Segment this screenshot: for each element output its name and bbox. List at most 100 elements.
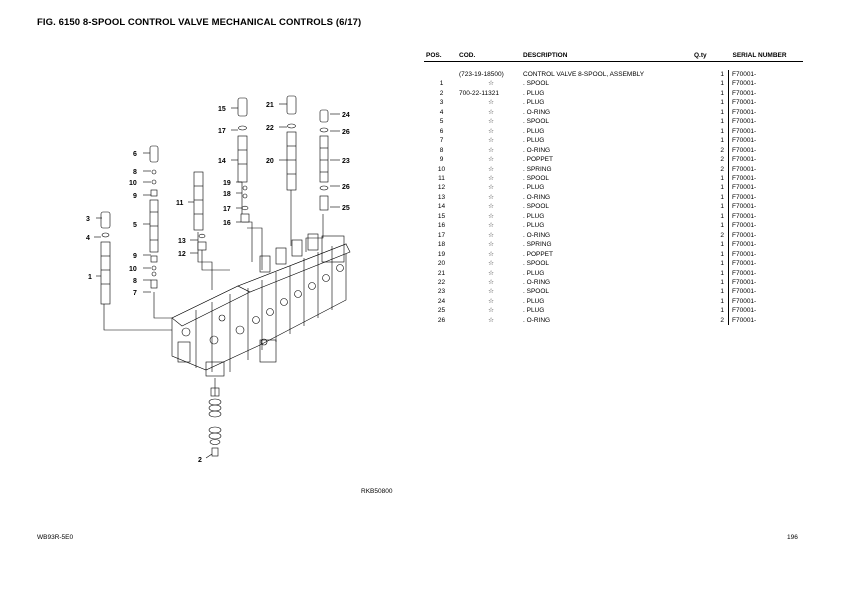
callout-3: 3 <box>86 216 90 223</box>
spool-group-1 <box>100 211 111 305</box>
cell-serial: F70001- <box>728 155 803 165</box>
callout-24: 24 <box>342 112 350 119</box>
callout-17: 17 <box>218 128 226 135</box>
cell-cod: ☆ <box>488 212 494 220</box>
cell-qty: 1 <box>720 174 724 182</box>
cell-cod: ☆ <box>488 288 494 296</box>
cell-pos: 10 <box>437 165 446 173</box>
cell-desc: . PLUG <box>523 297 545 305</box>
cell-desc: . SPOOL <box>523 174 550 182</box>
cell-cod: (723-19-18500) <box>459 71 504 78</box>
callout-23: 23 <box>342 158 350 165</box>
callout-14: 14 <box>218 158 226 165</box>
cell-qty: 2 <box>720 156 724 164</box>
cell-pos: 8 <box>439 146 444 154</box>
cell-serial: F70001- <box>728 296 803 307</box>
callout-13: 13 <box>178 238 186 245</box>
cell-desc: . PLUG <box>523 307 545 315</box>
cell-cod: ☆ <box>488 146 494 154</box>
cell-serial: F70001- <box>728 306 803 316</box>
cell-desc: . O-RING <box>523 108 551 116</box>
cell-pos: 20 <box>437 260 446 268</box>
cell-pos: 5 <box>439 118 444 126</box>
cell-serial: F70001- <box>728 202 803 212</box>
cell-desc: . PLUG <box>523 99 545 107</box>
cell-serial: F70001- <box>728 192 803 203</box>
cell-qty: 1 <box>720 222 724 230</box>
cell-qty: 1 <box>720 108 724 116</box>
cell-qty: 1 <box>720 307 724 315</box>
cell-cod: ☆ <box>488 108 494 116</box>
col-qty: Q.ty <box>694 49 729 62</box>
cell-serial: F70001- <box>728 315 803 326</box>
cell-desc: . O-RING <box>523 146 551 154</box>
cell-pos: 24 <box>437 297 446 305</box>
cell-qty: 1 <box>720 241 724 249</box>
cell-qty: 1 <box>720 80 724 88</box>
cell-cod: ☆ <box>488 260 494 268</box>
spool-group-11 <box>193 171 207 251</box>
col-pos: POS. <box>424 49 459 62</box>
cell-cod: ☆ <box>488 250 494 258</box>
col-serial: SERIAL NUMBER <box>728 49 803 62</box>
cell-desc: CONTROL VALVE 8-SPOOL, ASSEMBLY <box>523 71 645 78</box>
col-desc: DESCRIPTION <box>523 49 694 62</box>
cell-pos: 16 <box>437 222 446 230</box>
cell-cod: ☆ <box>488 118 494 126</box>
callout-2: 2 <box>198 457 202 464</box>
cell-desc: . O-RING <box>523 316 551 324</box>
leader-line <box>103 300 180 331</box>
cell-pos: 23 <box>437 288 446 296</box>
cell-serial: F70001- <box>728 117 803 127</box>
cell-desc: . SPOOL <box>523 260 550 268</box>
cell-cod: ☆ <box>488 269 494 277</box>
cell-serial: F70001- <box>728 259 803 269</box>
leader-line <box>305 214 324 252</box>
cell-serial: F70001- <box>728 79 803 89</box>
cell-pos: 7 <box>439 137 444 145</box>
callout-26: 26 <box>342 184 350 191</box>
callout-8: 8 <box>133 278 137 285</box>
cell-qty: 2 <box>720 165 724 173</box>
cell-cod: ☆ <box>488 80 494 88</box>
cell-cod: ☆ <box>488 316 494 324</box>
cell-qty: 1 <box>720 184 724 192</box>
cell-serial: F70001- <box>728 173 803 184</box>
spool-group-23 <box>319 109 329 211</box>
cell-cod: ☆ <box>488 127 494 135</box>
cell-cod: ☆ <box>488 156 494 164</box>
cell-pos: 3 <box>439 99 444 107</box>
table-row-assembly: (723-19-18500) CONTROL VALVE 8-SPOOL, AS… <box>424 70 803 80</box>
callout-15: 15 <box>218 106 226 113</box>
cell-qty: 2 <box>720 316 724 324</box>
cell-desc: . POPPET <box>523 156 553 164</box>
cell-desc: . SPRING <box>523 241 552 249</box>
cell-desc: . SPOOL <box>523 203 550 211</box>
table-header-row: POS. COD. DESCRIPTION Q.ty SERIAL NUMBER <box>424 49 803 62</box>
callout-12: 12 <box>178 251 186 258</box>
cell-cod: ☆ <box>488 165 494 173</box>
callout-19: 19 <box>223 180 231 187</box>
callout-11: 11 <box>176 200 184 207</box>
cell-pos: 17 <box>437 231 446 239</box>
cell-pos: 18 <box>437 241 446 249</box>
cell-desc: . PLUG <box>523 137 545 145</box>
cell-serial: F70001- <box>728 240 803 250</box>
cell-desc: . SPOOL <box>523 80 550 88</box>
cell-serial: F70001- <box>728 268 803 278</box>
cell-serial: F70001- <box>728 145 803 156</box>
cell-qty: 1 <box>720 203 724 211</box>
spool-group-14 <box>237 97 250 223</box>
cell-cod: ☆ <box>488 222 494 230</box>
cell-qty: 1 <box>720 99 724 107</box>
cell-desc: . SPOOL <box>523 288 550 296</box>
